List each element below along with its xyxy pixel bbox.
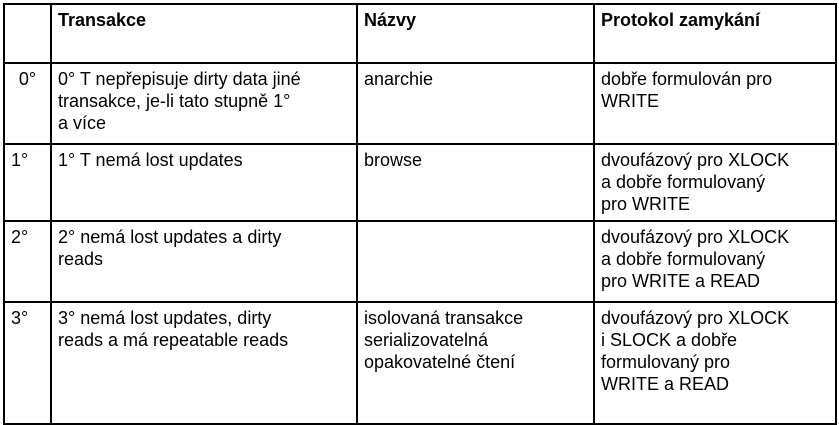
- table-row: 3° 3° nemá lost updates, dirty reads a m…: [3, 301, 837, 425]
- cell-transakce: 1° T nemá lost updates: [50, 143, 358, 222]
- cell-nazvy: isolovaná transakce serializovatelná opa…: [356, 301, 595, 425]
- header-level: [3, 3, 52, 64]
- cell-protokol: dvoufázový pro XLOCK a dobře formulovaný…: [593, 220, 837, 303]
- cell-transakce: 2° nemá lost updates a dirty reads: [50, 220, 358, 303]
- transaction-isolation-table: Transakce Názvy Protokol zamykání 0° 0° …: [3, 3, 837, 425]
- header-protokol: Protokol zamykání: [593, 3, 837, 64]
- table-row: 0° 0° T nepřepisuje dirty data jiné tran…: [3, 62, 837, 145]
- cell-level: 1°: [3, 143, 52, 222]
- table-header-row: Transakce Názvy Protokol zamykání: [3, 3, 837, 64]
- cell-level: 0°: [3, 62, 52, 145]
- header-transakce: Transakce: [50, 3, 358, 64]
- cell-protokol: dvoufázový pro XLOCK a dobře formulovaný…: [593, 143, 837, 222]
- cell-protokol: dvoufázový pro XLOCK i SLOCK a dobře for…: [593, 301, 837, 425]
- cell-level: 2°: [3, 220, 52, 303]
- cell-nazvy: [356, 220, 595, 303]
- cell-transakce: 0° T nepřepisuje dirty data jiné transak…: [50, 62, 358, 145]
- cell-transakce: 3° nemá lost updates, dirty reads a má r…: [50, 301, 358, 425]
- table-row: 2° 2° nemá lost updates a dirty reads dv…: [3, 220, 837, 303]
- cell-nazvy: browse: [356, 143, 595, 222]
- header-nazvy: Názvy: [356, 3, 595, 64]
- cell-protokol: dobře formulován pro WRITE: [593, 62, 837, 145]
- cell-level: 3°: [3, 301, 52, 425]
- table-row: 1° 1° T nemá lost updates browse dvoufáz…: [3, 143, 837, 222]
- cell-nazvy: anarchie: [356, 62, 595, 145]
